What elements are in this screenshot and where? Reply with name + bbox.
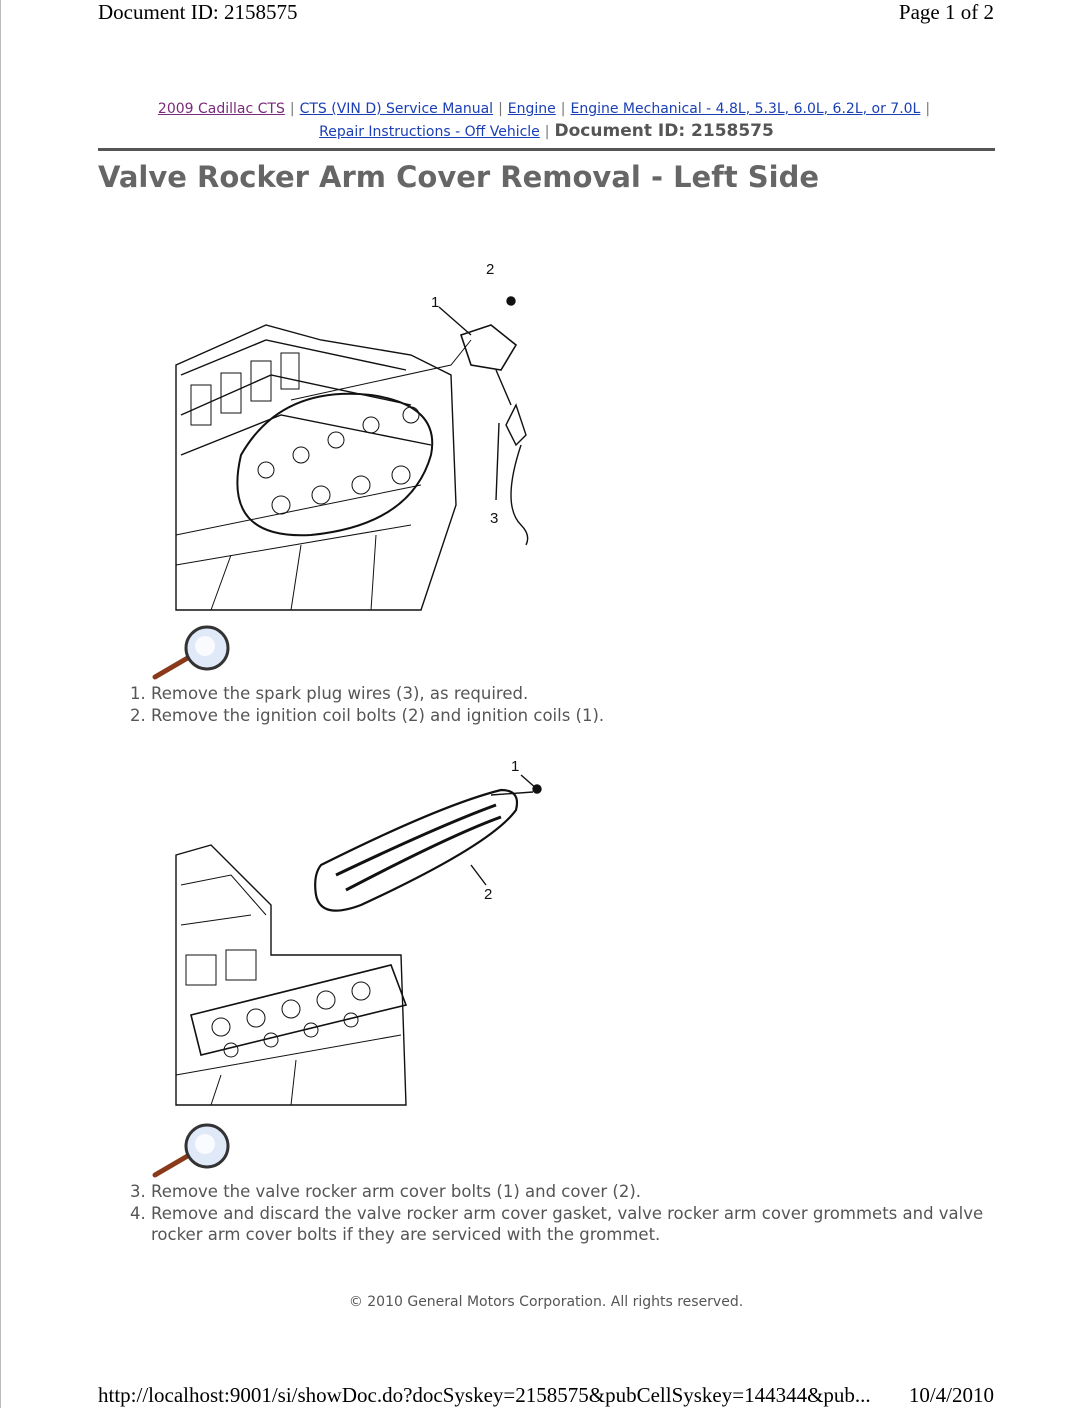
engine-illustration-coils: 2 1 3 <box>175 261 529 611</box>
breadcrumb-separator: | <box>289 101 295 117</box>
callout-1: 1 <box>511 758 519 775</box>
steps-list-1: Remove the spark plug wires (3), as requ… <box>111 683 1001 726</box>
copyright: © 2010 General Motors Corporation. All r… <box>348 1294 744 1310</box>
breadcrumb-link-service-manual[interactable]: CTS (VIN D) Service Manual <box>299 101 494 117</box>
magnify-image-icon[interactable] <box>151 622 233 682</box>
breadcrumb-link-engine-mechanical[interactable]: Engine Mechanical - 4.8L, 5.3L, 6.0L, 6.… <box>570 101 921 117</box>
breadcrumb: 2009 Cadillac CTS|CTS (VIN D) Service Ma… <box>98 98 995 143</box>
callout-2: 2 <box>484 886 492 903</box>
step-3: Remove the valve rocker arm cover bolts … <box>151 1181 1001 1203</box>
print-header-document-id: Document ID: 2158575 <box>98 0 298 24</box>
magnify-image-icon[interactable] <box>151 1120 233 1180</box>
callout-2: 2 <box>486 261 494 278</box>
step-1: Remove the spark plug wires (3), as requ… <box>151 683 1001 705</box>
breadcrumb-link-repair-instructions[interactable]: Repair Instructions - Off Vehicle <box>319 124 540 140</box>
breadcrumb-link-engine[interactable]: Engine <box>507 101 556 117</box>
engine-illustration-cover: 1 2 <box>175 758 542 1106</box>
breadcrumb-separator: | <box>498 101 503 117</box>
breadcrumb-separator: | <box>925 101 931 117</box>
callout-1: 1 <box>431 294 439 311</box>
breadcrumb-separator: | <box>560 101 566 117</box>
breadcrumb-separator: | <box>544 124 550 140</box>
steps-list-2: Remove the valve rocker arm cover bolts … <box>111 1181 1001 1246</box>
page-title: Valve Rocker Arm Cover Removal - Left Si… <box>98 160 820 194</box>
breadcrumb-link-vehicle[interactable]: 2009 Cadillac CTS <box>157 101 285 117</box>
callout-3: 3 <box>490 510 498 527</box>
step-2: Remove the ignition coil bolts (2) and i… <box>151 705 1001 727</box>
step-4: Remove and discard the valve rocker arm … <box>151 1203 1001 1246</box>
header-divider <box>98 148 995 151</box>
print-header-page: Page 1 of 2 <box>898 0 994 24</box>
print-footer-date: 10/4/2010 <box>908 1383 994 1407</box>
print-footer-url: http://localhost:9001/si/showDoc.do?docS… <box>98 1383 871 1407</box>
breadcrumb-current: Document ID: 2158575 <box>554 121 774 141</box>
